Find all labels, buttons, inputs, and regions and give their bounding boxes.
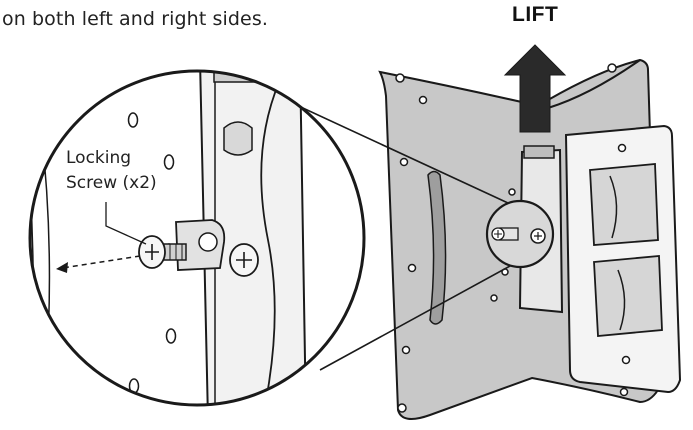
callout-leader [105,202,147,245]
plate-holes [395,63,629,413]
locking-screw-label-line2: Screw (x2) [66,173,157,193]
bracket-holes [617,143,631,365]
magnified-view-border [28,69,366,407]
plate-edge [547,59,641,109]
removal-arrowhead [56,262,68,273]
bracket-window-lower [593,255,663,337]
focus-circle [485,199,555,269]
plate-slot-left [427,170,447,325]
instruction-caption: on both left and right sides. [2,8,268,30]
leader-line-bottom [319,265,511,371]
locking-screw-label-line1: Locking [66,148,132,168]
lift-label: LIFT [512,3,559,26]
bracket-window-upper [589,163,659,246]
removal-direction-line [61,255,141,269]
lift-arrow [503,44,567,133]
